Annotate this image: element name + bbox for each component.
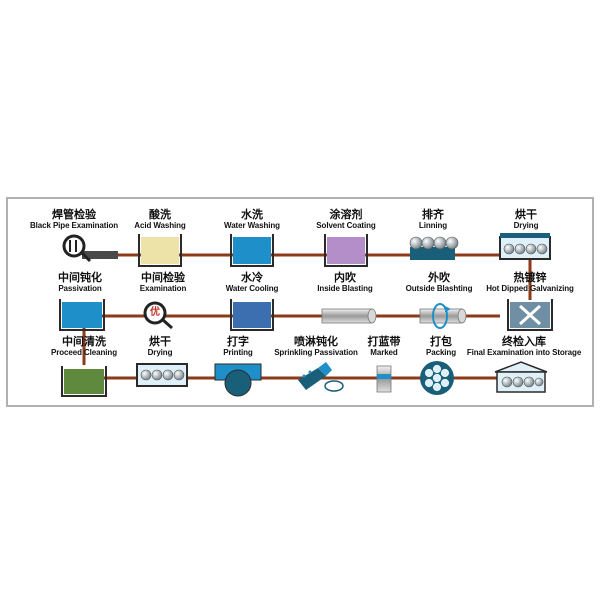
step-label-zh: 中间钝化 bbox=[58, 272, 102, 284]
step-label-zh: 外吹 bbox=[428, 272, 450, 284]
step-label-en: Inside Blasting bbox=[317, 284, 373, 293]
step-label-zh: 水冷 bbox=[241, 272, 263, 284]
step-label-en: Acid Washing bbox=[134, 221, 186, 230]
solvent-coating-tank-icon bbox=[324, 234, 368, 267]
step-label-zh: 排齐 bbox=[422, 209, 444, 221]
step-label-en: Black Pipe Examination bbox=[29, 221, 119, 230]
step-label-zh: 酸洗 bbox=[149, 209, 171, 221]
step-label-zh: 中间检验 bbox=[141, 272, 185, 284]
marked-pipe-icon bbox=[376, 365, 392, 393]
water-washing-tank-icon bbox=[230, 234, 274, 267]
step-packing: 打包 Packing bbox=[426, 336, 456, 358]
quality-badge: 优 bbox=[150, 307, 160, 318]
step-label-en: Marked bbox=[370, 348, 398, 357]
step-passivation: 中间钝化 Passivation bbox=[58, 272, 102, 294]
step-label-en: Outside Blashting bbox=[405, 284, 473, 293]
step-label-en: Drying bbox=[147, 348, 173, 357]
step-label-en: Solvent Coating bbox=[316, 221, 376, 230]
step-printing: 打字 Printing bbox=[223, 336, 253, 358]
step-label-zh: 热镀锌 bbox=[513, 272, 547, 284]
step-label-en: Packing bbox=[426, 348, 456, 357]
step-examination: 中间检验 Examination bbox=[139, 272, 187, 294]
step-label-en: Proceed Cleaning bbox=[51, 348, 117, 357]
galvanizing-tank-icon bbox=[507, 299, 553, 331]
step-acid-washing: 酸洗 Acid Washing bbox=[134, 209, 186, 231]
drying-oven-bottom-icon bbox=[136, 363, 188, 387]
step-label-zh: 烘干 bbox=[515, 209, 537, 221]
step-label-zh: 烘干 bbox=[149, 336, 171, 348]
acid-washing-tank-icon bbox=[138, 234, 182, 267]
step-label-zh: 打字 bbox=[226, 336, 249, 348]
step-label-zh: 焊管检验 bbox=[52, 209, 96, 221]
linning-icon bbox=[409, 236, 459, 260]
storage-rack-icon bbox=[494, 361, 548, 393]
step-water-cooling: 水冷 Water Cooling bbox=[226, 272, 279, 294]
step-linning: 排齐 Linning bbox=[419, 209, 447, 231]
step-drying-top: 烘干 Drying bbox=[514, 209, 539, 231]
step-black-pipe-examination: 焊管检验 Black Pipe Examination bbox=[30, 209, 118, 231]
step-label-en: Printing bbox=[223, 348, 253, 357]
step-proceed-cleaning: 中间清洗 Proceed Cleaning bbox=[51, 336, 117, 358]
examination-magnifier-icon bbox=[143, 301, 173, 330]
step-solvent-coating: 涂溶剂 Solvent Coating bbox=[316, 209, 376, 231]
step-drying-bottom: 烘干 Drying bbox=[148, 336, 173, 358]
water-cooling-tank-icon bbox=[230, 299, 274, 331]
drying-oven-top-icon bbox=[499, 233, 551, 260]
step-label-en: Sprinkling Passivation bbox=[274, 348, 358, 357]
step-label-en: Examination bbox=[139, 284, 187, 293]
packing-bundle-icon bbox=[420, 361, 454, 395]
step-marked: 打蓝带 Marked bbox=[368, 336, 401, 358]
step-label-zh: 内吹 bbox=[334, 272, 356, 284]
step-final-examination: 终检入库 Final Examination into Storage bbox=[467, 336, 581, 358]
step-label-en: Hot Dipped Galvanizing bbox=[486, 284, 574, 293]
step-label-en: Linning bbox=[418, 221, 448, 230]
proceed-cleaning-tank-icon bbox=[61, 366, 107, 397]
step-inside-blasting: 内吹 Inside Blasting bbox=[317, 272, 373, 294]
printing-machine-icon bbox=[214, 363, 262, 397]
step-label-en: Water Cooling bbox=[225, 284, 279, 293]
step-water-washing: 水洗 Water Washing bbox=[224, 209, 280, 231]
outside-blasting-pipe-icon bbox=[419, 303, 467, 329]
step-label-en: Drying bbox=[513, 221, 539, 230]
magnifier-icon bbox=[62, 234, 118, 263]
inside-blasting-pipe-icon bbox=[321, 308, 377, 324]
step-label-zh: 水洗 bbox=[240, 209, 263, 221]
step-label-zh: 喷淋钝化 bbox=[293, 336, 338, 348]
step-label-zh: 打蓝带 bbox=[367, 336, 401, 348]
step-label-zh: 涂溶剂 bbox=[329, 209, 363, 221]
step-label-zh: 打包 bbox=[429, 336, 452, 348]
step-outside-blasting: 外吹 Outside Blashting bbox=[406, 272, 473, 294]
step-label-zh: 中间清洗 bbox=[61, 336, 106, 348]
step-label-en: Passivation bbox=[58, 284, 102, 293]
passivation-tank-icon bbox=[59, 299, 105, 331]
step-label-en: Water Washing bbox=[224, 221, 280, 230]
step-label-en: Final Examination into Storage bbox=[466, 348, 582, 357]
step-hot-dipped-galvanizing: 热镀锌 Hot Dipped Galvanizing bbox=[486, 272, 574, 294]
step-label-zh: 终检入库 bbox=[501, 336, 546, 348]
step-sprinkling-passivation: 喷淋钝化 Sprinkling Passivation bbox=[274, 336, 358, 358]
sprinkling-nozzle-icon bbox=[298, 362, 344, 392]
